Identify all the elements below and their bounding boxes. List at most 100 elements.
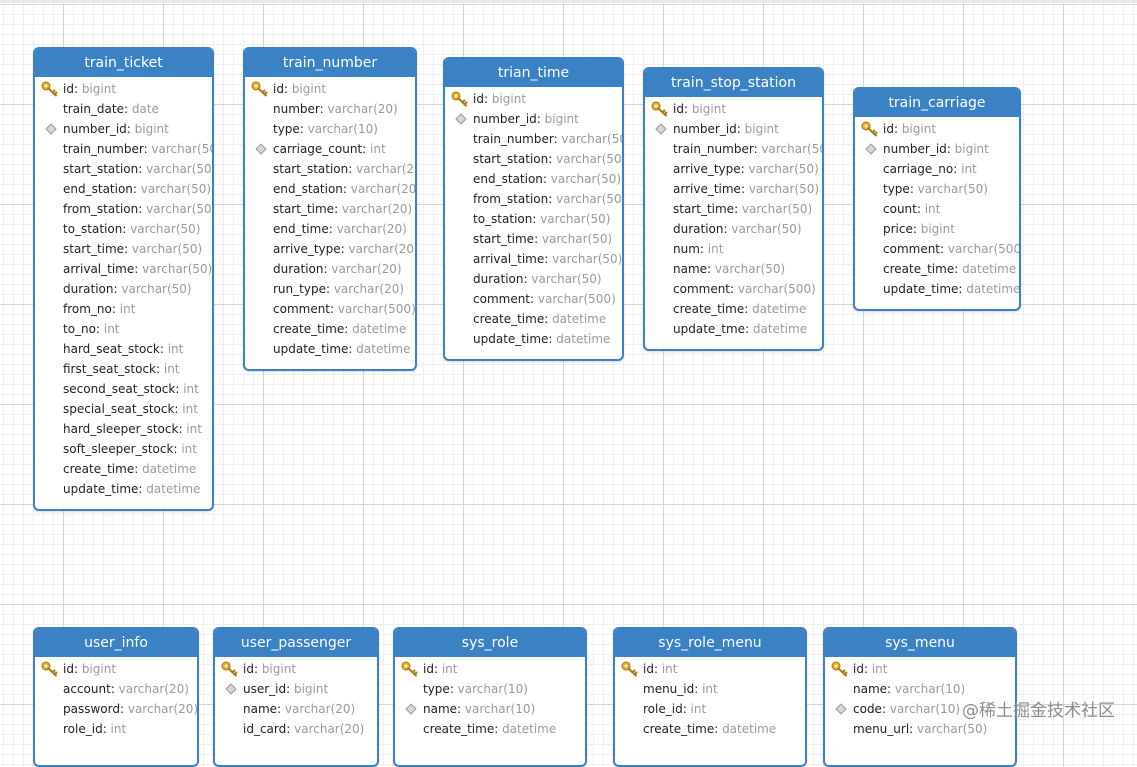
table-title[interactable]: sys_menu xyxy=(825,629,1015,657)
table-title[interactable]: train_stop_station xyxy=(645,69,822,97)
field-row[interactable]: name: varchar(10) xyxy=(825,679,1015,699)
table-title[interactable]: sys_role xyxy=(395,629,585,657)
field-row[interactable]: id: int xyxy=(825,659,1015,679)
field-row[interactable]: id: int xyxy=(395,659,585,679)
field-row[interactable]: count: int xyxy=(855,199,1019,219)
field-row[interactable]: update_time: datetime xyxy=(35,479,212,499)
field-row[interactable]: type: varchar(10) xyxy=(245,119,415,139)
field-row[interactable]: start_time: varchar(50) xyxy=(445,229,622,249)
field-row[interactable]: arrive_type: varchar(50) xyxy=(645,159,822,179)
field-row[interactable]: first_seat_stock: int xyxy=(35,359,212,379)
field-row[interactable]: id: bigint xyxy=(35,659,197,679)
table-title[interactable]: user_info xyxy=(35,629,197,657)
field-row[interactable]: id: bigint xyxy=(445,89,622,109)
field-row[interactable]: role_id: int xyxy=(35,719,197,739)
field-row[interactable]: id: bigint xyxy=(245,79,415,99)
table-title[interactable]: train_ticket xyxy=(35,49,212,77)
field-row[interactable]: duration: varchar(50) xyxy=(35,279,212,299)
field-row[interactable]: to_no: int xyxy=(35,319,212,339)
field-row[interactable]: number_id: bigint xyxy=(645,119,822,139)
field-row[interactable]: id: bigint xyxy=(35,79,212,99)
field-row[interactable]: arrival_time: varchar(50) xyxy=(445,249,622,269)
field-row[interactable]: arrive_type: varchar(20) xyxy=(245,239,415,259)
field-row[interactable]: end_time: varchar(20) xyxy=(245,219,415,239)
field-row[interactable]: duration: varchar(50) xyxy=(445,269,622,289)
field-row[interactable]: id: int xyxy=(615,659,805,679)
field-row[interactable]: type: varchar(10) xyxy=(395,679,585,699)
field-row[interactable]: update_time: datetime xyxy=(445,329,622,349)
field-row[interactable]: start_station: varchar(50) xyxy=(445,149,622,169)
field-row[interactable]: from_station: varchar(50) xyxy=(35,199,212,219)
field-row[interactable]: menu_id: int xyxy=(615,679,805,699)
field-row[interactable]: type: varchar(50) xyxy=(855,179,1019,199)
field-row[interactable]: start_time: varchar(20) xyxy=(245,199,415,219)
field-row[interactable]: id: bigint xyxy=(645,99,822,119)
field-row[interactable]: carriage_count: int xyxy=(245,139,415,159)
field-row[interactable]: create_time: datetime xyxy=(445,309,622,329)
table-title[interactable]: trian_time xyxy=(445,59,622,87)
field-row[interactable]: name: varchar(10) xyxy=(395,699,585,719)
field-row[interactable]: id_card: varchar(20) xyxy=(215,719,377,739)
field-row[interactable]: account: varchar(20) xyxy=(35,679,197,699)
field-row[interactable]: end_station: varchar(50) xyxy=(445,169,622,189)
field-row[interactable]: run_type: varchar(20) xyxy=(245,279,415,299)
field-row[interactable]: create_time: datetime xyxy=(245,319,415,339)
field-row[interactable]: start_station: varchar(20) xyxy=(245,159,415,179)
field-row[interactable]: arrival_time: varchar(50) xyxy=(35,259,212,279)
field-row[interactable]: create_time: datetime xyxy=(645,299,822,319)
field-row[interactable]: from_station: varchar(50) xyxy=(445,189,622,209)
field-row[interactable]: end_station: varchar(50) xyxy=(35,179,212,199)
field-row[interactable]: train_number: varchar(50) xyxy=(445,129,622,149)
field-row[interactable]: update_time: datetime xyxy=(855,279,1019,299)
field-row[interactable]: duration: varchar(20) xyxy=(245,259,415,279)
table-title[interactable]: user_passenger xyxy=(215,629,377,657)
field-row[interactable]: train_date: date xyxy=(35,99,212,119)
field-row[interactable]: id: bigint xyxy=(855,119,1019,139)
table-title[interactable]: train_number xyxy=(245,49,415,77)
field-row[interactable]: train_number: varchar(50) xyxy=(35,139,212,159)
field-row[interactable]: to_station: varchar(50) xyxy=(445,209,622,229)
field-row[interactable]: train_number: varchar(50) xyxy=(645,139,822,159)
field-row[interactable]: duration: varchar(50) xyxy=(645,219,822,239)
field-row[interactable]: special_seat_stock: int xyxy=(35,399,212,419)
field-row[interactable]: second_seat_stock: int xyxy=(35,379,212,399)
field-row[interactable]: create_time: datetime xyxy=(615,719,805,739)
field-row[interactable]: soft_sleeper_stock: int xyxy=(35,439,212,459)
field-row[interactable]: create_time: datetime xyxy=(855,259,1019,279)
field-row[interactable]: start_time: varchar(50) xyxy=(645,199,822,219)
field-row[interactable]: to_station: varchar(50) xyxy=(35,219,212,239)
field-row[interactable]: number_id: bigint xyxy=(35,119,212,139)
field-row[interactable]: start_station: varchar(50) xyxy=(35,159,212,179)
field-row[interactable]: create_time: datetime xyxy=(35,459,212,479)
field-row[interactable]: name: varchar(20) xyxy=(215,699,377,719)
field-row[interactable]: carriage_no: int xyxy=(855,159,1019,179)
field-row[interactable]: create_time: datetime xyxy=(395,719,585,739)
field-row[interactable]: update_time: datetime xyxy=(245,339,415,359)
field-row[interactable]: num: int xyxy=(645,239,822,259)
field-row[interactable]: code: varchar(10) xyxy=(825,699,1015,719)
field-row[interactable]: comment: varchar(500) xyxy=(855,239,1019,259)
field-row[interactable]: number: varchar(20) xyxy=(245,99,415,119)
field-row[interactable]: role_id: int xyxy=(615,699,805,719)
field-row[interactable]: password: varchar(20) xyxy=(35,699,197,719)
field-row[interactable]: menu_url: varchar(50) xyxy=(825,719,1015,739)
field-row[interactable]: comment: varchar(500) xyxy=(445,289,622,309)
field-row[interactable]: comment: varchar(500) xyxy=(245,299,415,319)
field-row[interactable]: name: varchar(50) xyxy=(645,259,822,279)
field-row[interactable]: arrive_time: varchar(50) xyxy=(645,179,822,199)
field-row[interactable]: number_id: bigint xyxy=(855,139,1019,159)
field-row[interactable]: user_id: bigint xyxy=(215,679,377,699)
field-row[interactable]: start_time: varchar(50) xyxy=(35,239,212,259)
field-row[interactable]: end_station: varchar(20) xyxy=(245,179,415,199)
field-row[interactable]: from_no: int xyxy=(35,299,212,319)
table-title[interactable]: sys_role_menu xyxy=(615,629,805,657)
